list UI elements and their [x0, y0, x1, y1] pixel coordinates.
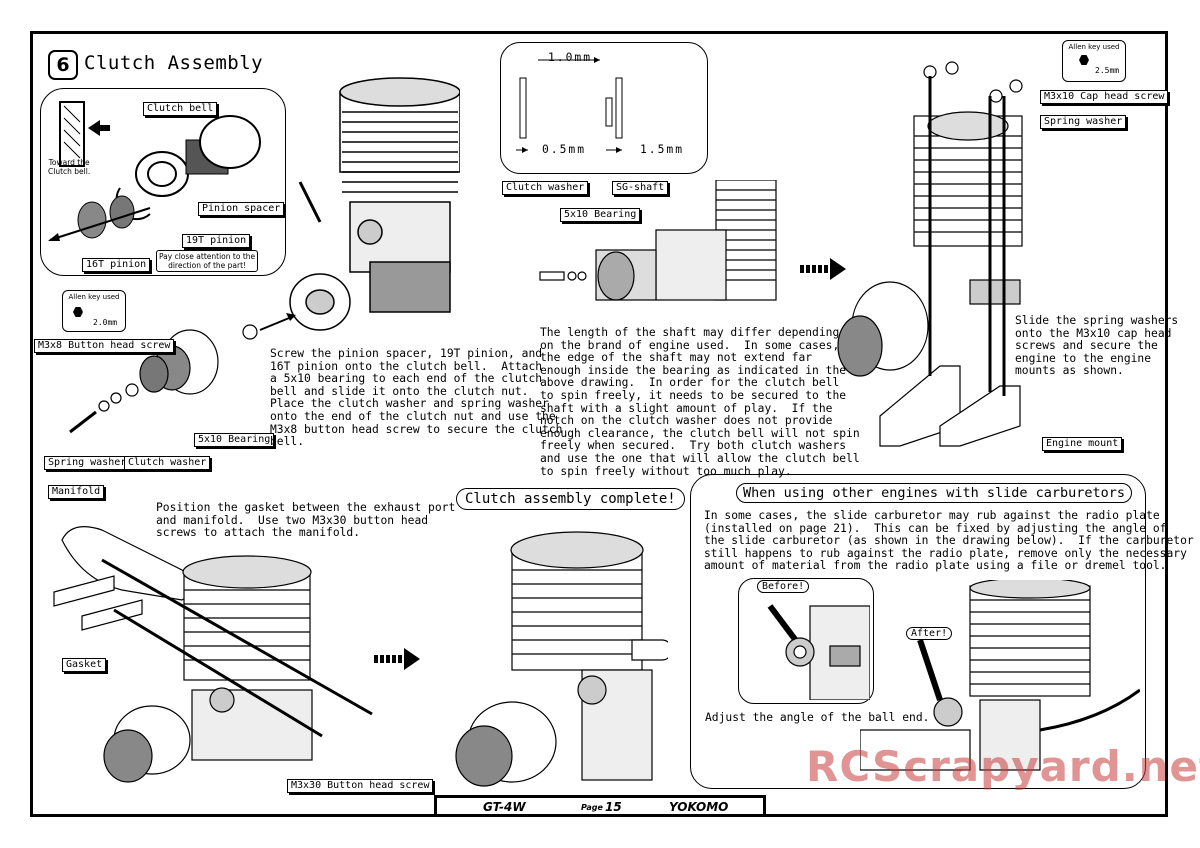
label-sg-shaft: SG-shaft [612, 181, 669, 195]
manifold-instructions: Position the gasket between the exhaust … [156, 501, 456, 540]
allen-key-title-right: Allen key used [1068, 43, 1120, 51]
step-number-badge: 6 [48, 50, 78, 80]
label-manifold: Manifold [48, 485, 105, 499]
step-title: Clutch Assembly [84, 52, 264, 74]
shaft-assembly-drawing [539, 180, 777, 301]
footer-model: GT-4W [483, 800, 526, 814]
hex-key-icon [1079, 55, 1089, 65]
footer-page-label: Page [581, 803, 603, 812]
clutch-bell-inset [40, 88, 286, 276]
label-m3x8-button-head-screw: M3x8 Button head screw [34, 339, 175, 353]
label-m3x30-button-head-screw: M3x30 Button head screw [287, 779, 434, 793]
completed-engine-drawing [455, 531, 668, 787]
shaft-clearance-inset [500, 42, 708, 174]
label-gasket: Gasket [62, 658, 107, 672]
label-19t-pinion: 19T pinion [182, 234, 251, 248]
slide-carb-body: In some cases, the slide carburetor may … [704, 509, 1194, 573]
dim-1-5mm: 1.5mm [640, 143, 685, 156]
label-16t-pinion: 16T pinion [82, 258, 151, 272]
slide-carburetor-panel [690, 474, 1146, 789]
footer-brand: YOKOMO [669, 800, 729, 814]
mount-instructions: Slide the spring washers onto the M3x10 … [1015, 314, 1179, 378]
label-clutch-bell: Clutch bell [143, 102, 218, 116]
clutch-instructions: Screw the pinion spacer, 19T pinion, and… [270, 347, 563, 449]
assembly-complete-banner: Clutch assembly complete! [456, 488, 685, 510]
slide-carb-title: When using other engines with slide carb… [736, 483, 1133, 503]
watermark: RCScrapyard.net [806, 742, 1200, 791]
label-spring-washer-right: Spring washer [1040, 115, 1127, 129]
before-label: Before! [757, 580, 810, 593]
before-inset [738, 578, 874, 704]
adjust-ball-end-note: Adjust the angle of the ball end. [705, 711, 930, 724]
next-step-arrow-bottom [374, 648, 420, 670]
label-5x10-bearing-left: 5x10 Bearing [194, 433, 275, 447]
label-spring-washer-left: Spring washer [44, 456, 131, 470]
allen-key-size-right: 2.5mm [1095, 66, 1120, 75]
label-clutch-washer-left: Clutch washer [124, 456, 211, 470]
engine-mount-drawing [837, 61, 1023, 447]
page-footer: GT-4W Page 15 YOKOMO [434, 795, 766, 815]
dim-1-0mm: 1.0mm [548, 51, 593, 64]
before-carb-drawing [767, 604, 870, 700]
allen-key-box-left: Allen key used 2.0mm [62, 290, 126, 332]
next-step-arrow-top [800, 258, 846, 280]
label-engine-mount: Engine mount [1042, 437, 1123, 451]
manifold-assembly-drawing [53, 526, 373, 783]
footer-page-number: 15 [605, 800, 622, 814]
after-label: After! [906, 627, 953, 640]
hex-key-icon [73, 307, 83, 317]
page-frame [30, 31, 1168, 817]
allen-key-box-right: Allen key used 2.5mm [1062, 40, 1126, 82]
allen-key-title-left: Allen key used [68, 293, 120, 301]
label-m3x10-cap-head-screw: M3x10 Cap head screw [1040, 90, 1169, 104]
dim-0-5mm: 0.5mm [542, 143, 587, 156]
label-5x10-bearing-mid: 5x10 Bearing [560, 208, 641, 222]
after-carb-drawing [860, 580, 1140, 771]
shaft-length-note: The length of the shaft may differ depen… [540, 326, 860, 478]
toward-clutch-bell-note: Toward the Clutch bell. [48, 158, 91, 176]
shaft-clearance-drawing [516, 57, 623, 153]
engine-clutch-drawing [69, 77, 460, 434]
label-pinion-spacer: Pinion spacer [198, 202, 285, 216]
attention-note: Pay close attention to the direction of … [156, 250, 259, 272]
allen-key-size-left: 2.0mm [93, 318, 118, 327]
clutch-bell-inset-drawing [48, 101, 261, 241]
label-clutch-washer-mid: Clutch washer [502, 181, 589, 195]
